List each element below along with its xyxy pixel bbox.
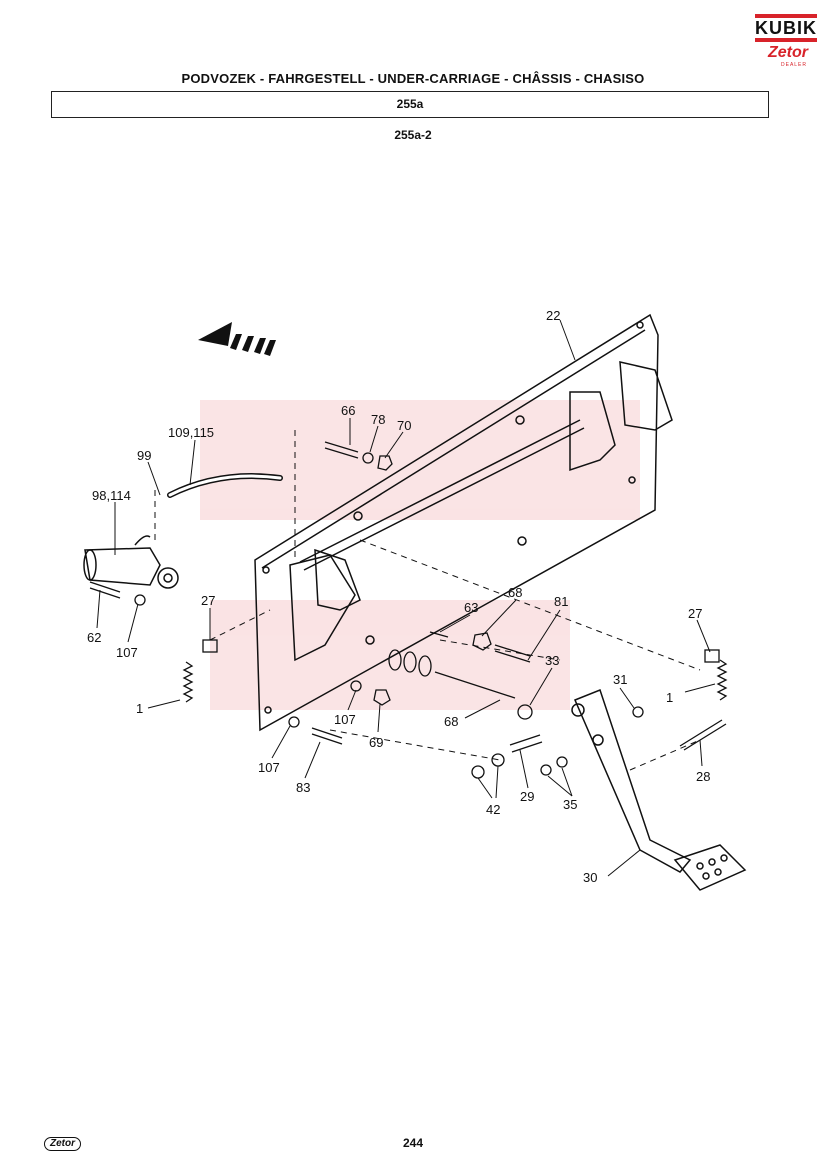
chassis-plate [254, 313, 673, 732]
callout-107-c: 107 [258, 760, 280, 775]
leader-lines [96, 319, 716, 877]
callout-70: 70 [397, 418, 411, 433]
page-number: 244 [402, 1136, 424, 1150]
diagram-subcode: 255a-2 [394, 128, 432, 142]
callout-33: 33 [545, 653, 559, 668]
watermark [200, 400, 640, 710]
callout-63: 63 [464, 600, 478, 615]
direction-arrow-icon [198, 322, 276, 356]
assembly-lines [154, 430, 701, 771]
callout-81: 81 [554, 594, 568, 609]
section-code: 255a [396, 97, 424, 111]
callout-27-a: 27 [201, 593, 215, 608]
brake-pedal [571, 689, 747, 891]
callout-27-b: 27 [688, 606, 702, 621]
callout-22: 22 [546, 308, 560, 323]
callout-68-a: 68 [508, 585, 522, 600]
callout-78: 78 [371, 412, 385, 427]
footer-zetor-logo: Zetor [44, 1137, 81, 1151]
dealer-logo-text: DEALER [781, 62, 808, 68]
callout-62: 62 [87, 630, 101, 645]
callout-28: 28 [696, 769, 710, 784]
callout-1-b: 1 [666, 690, 673, 705]
callout-66: 66 [341, 403, 355, 418]
callout-107-a: 107 [116, 645, 138, 660]
callout-30: 30 [583, 870, 597, 885]
section-code-box: 255a [51, 91, 769, 118]
callout-109-115: 109,115 [168, 425, 214, 440]
kubik-logo-text: KUBIK [755, 18, 817, 38]
callout-42: 42 [486, 802, 500, 817]
page-title: PODVOZEK - FAHRGESTELL - UNDER-CARRIAGE … [181, 71, 645, 86]
callout-35: 35 [563, 797, 577, 812]
callout-68-b: 68 [444, 714, 458, 729]
zetor-logo-text: Zetor [768, 44, 808, 61]
fasteners [89, 441, 728, 779]
callout-98-114: 98,114 [92, 488, 131, 503]
callout-99: 99 [137, 448, 151, 463]
callout-69: 69 [369, 735, 383, 750]
callout-31: 31 [613, 672, 627, 687]
callout-107-b: 107 [334, 712, 356, 727]
callout-29: 29 [520, 789, 534, 804]
kubik-zetor-logo: KUBIK Zetor DEALER [755, 14, 817, 68]
callout-83: 83 [296, 780, 310, 795]
master-cylinder [83, 535, 179, 589]
callout-1-a: 1 [136, 701, 143, 716]
